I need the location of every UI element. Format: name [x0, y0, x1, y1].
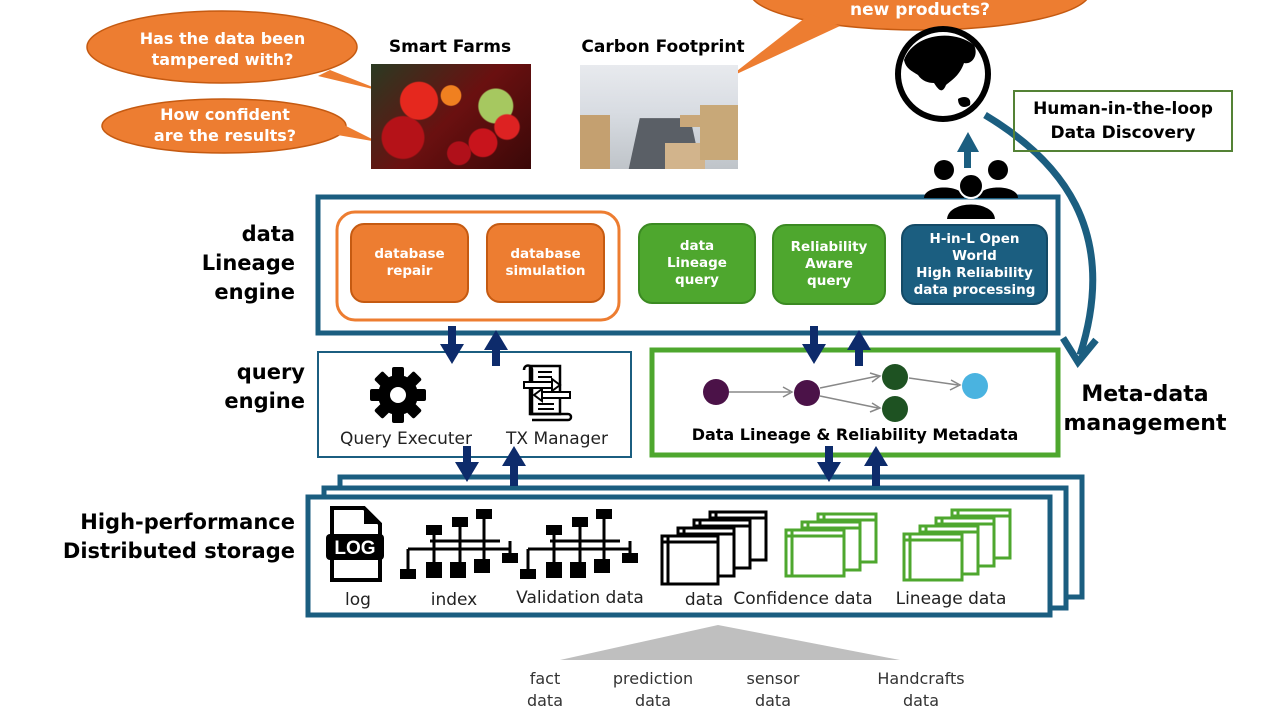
source-line: data: [634, 691, 672, 710]
source-line: prediction: [612, 669, 694, 688]
metadata-management-label: Meta-data management: [1060, 380, 1230, 438]
speech-bubble-tampered: [86, 10, 385, 92]
module-line: data processing: [913, 281, 1036, 298]
people-up-arrow-shaft: [964, 150, 971, 168]
metadata-caption: Data Lineage & Reliability Metadata: [691, 425, 1019, 444]
source-line: fact: [529, 669, 561, 688]
bubble-line: tampered with?: [151, 50, 294, 69]
module-line: Aware: [805, 256, 853, 272]
storage-label-lineage: Lineage data: [895, 589, 1007, 609]
people-group-icon: [924, 160, 1018, 220]
module-line: High Reliability: [916, 264, 1033, 281]
query-executer-label: Query Executer: [339, 429, 473, 449]
module-line: database: [374, 246, 445, 262]
source-line: data: [526, 691, 564, 710]
source-sensor-data: sensor data: [735, 668, 811, 712]
module-line: Reliability: [790, 239, 868, 255]
tx-manager-icon: [522, 364, 573, 422]
people-up-arrow-head: [957, 132, 979, 152]
label-line: query: [236, 360, 305, 384]
index-tree-icon: [400, 509, 518, 579]
layer-arrows: [440, 326, 888, 486]
module-line: simulation: [505, 263, 586, 279]
module-line: query: [807, 273, 851, 289]
label-line: Lineage: [201, 251, 295, 275]
graph-node-output: [962, 373, 988, 399]
bubble-line: are the results?: [153, 126, 297, 145]
label-line: engine: [214, 280, 295, 304]
label-line: High-performance: [80, 510, 295, 534]
hitl-discovery-box: Human-in-the-loop Data Discovery: [1013, 90, 1233, 152]
confidence-data-icon: [784, 512, 878, 578]
module-line: World: [952, 247, 997, 264]
speech-bubble-confidence: [101, 98, 378, 154]
lineage-engine-frame: [315, 194, 1061, 336]
gear-icon: [370, 367, 426, 423]
source-fact-data: fact data: [515, 668, 575, 712]
source-line: Handcrafts: [877, 669, 965, 688]
bubble-tampered-text: Has the data been tampered with?: [110, 28, 335, 70]
module-line: database: [510, 246, 581, 262]
graph-node-derived-2: [882, 396, 908, 422]
validation-tree-icon: [520, 509, 638, 579]
label-line: management: [1063, 411, 1227, 436]
bubble-line: How confident: [160, 105, 290, 124]
source-line: sensor: [746, 669, 800, 688]
tx-manager-label: TX Manager: [506, 429, 608, 449]
storage-label-data: data: [684, 590, 724, 610]
storage-label: High-performance Distributed storage: [40, 508, 295, 566]
source-funnel: [560, 625, 900, 660]
source-line: data: [902, 691, 940, 710]
smart-farms-image: [371, 64, 531, 169]
graph-node-derived-1: [882, 364, 908, 390]
bubble-confidence-text: How confident are the results?: [120, 104, 330, 146]
hitl-line: Data Discovery: [1050, 123, 1196, 143]
lineage-graph: [703, 364, 988, 422]
source-prediction-data: prediction data: [603, 668, 703, 712]
orange-module-group: [335, 210, 621, 322]
bubble-new-products-text: new products?: [850, 0, 990, 20]
smart-farms-title: Smart Farms: [388, 37, 512, 57]
carbon-footprint-title: Carbon Footprint: [581, 37, 745, 57]
lineage-engine-label: data Lineage engine: [150, 220, 295, 307]
module-line: H-in-L Open: [929, 230, 1020, 247]
source-handcrafts-data: Handcrafts data: [866, 668, 976, 712]
query-engine-frame: [317, 351, 632, 458]
label-line: engine: [224, 389, 305, 413]
label-line: data: [241, 222, 295, 246]
module-line: repair: [386, 263, 433, 279]
query-engine-label: query engine: [150, 358, 305, 416]
speech-bubble-new-products: [728, 0, 1088, 78]
globe-icon: [895, 26, 991, 122]
bubble-line: Has the data been: [139, 29, 306, 48]
lineage-data-icon: [902, 508, 1012, 582]
storage-label-confidence: Confidence data: [733, 589, 873, 609]
storage-label-log: log: [345, 590, 371, 610]
label-line: Distributed storage: [62, 539, 295, 563]
source-line: data: [754, 691, 792, 710]
data-stack-icon: [660, 510, 768, 586]
svg-text:LOG: LOG: [334, 538, 375, 559]
label-line: Meta-data: [1081, 382, 1209, 407]
module-line: data: [679, 238, 715, 254]
graph-node-intermediate: [794, 380, 820, 406]
carbon-footprint-image: [580, 65, 738, 169]
hitl-curve-arrowhead: [1060, 336, 1099, 368]
module-line: query: [675, 272, 719, 288]
storage-label-validation: Validation data: [516, 588, 644, 608]
storage-label-index: index: [430, 590, 478, 610]
log-file-icon: LOG: [326, 506, 384, 582]
graph-node-source: [703, 379, 729, 405]
module-line: Lineage: [667, 255, 727, 271]
hitl-line: Human-in-the-loop: [1033, 99, 1213, 119]
